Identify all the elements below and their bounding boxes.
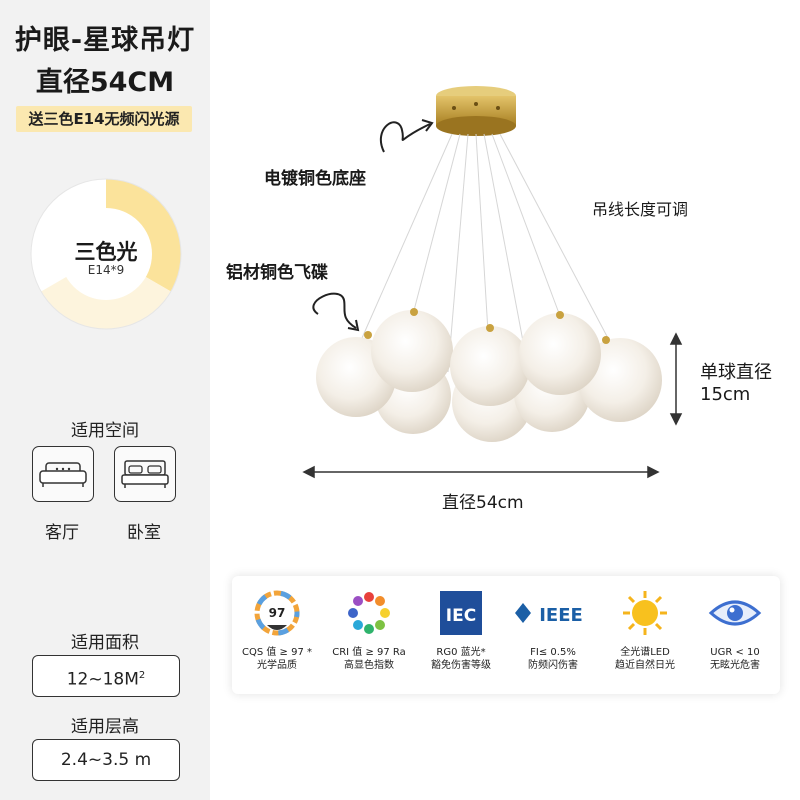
globe-cluster xyxy=(316,308,662,442)
iec-logo-icon: IEC xyxy=(440,591,482,635)
living-room-card xyxy=(32,446,94,502)
cert-flicker: IEEE FI≤ 0.5% 防频闪伤害 xyxy=(508,588,598,672)
total-diameter-label: 直径54cm xyxy=(442,493,524,513)
cert-cqs-line1: CQS 值 ≥ 97 * xyxy=(241,647,313,658)
saucer-pointer-arrow xyxy=(312,292,360,332)
cert-cri-line2: 高显色指数 xyxy=(344,660,394,671)
cert-flicker-line1: FI≤ 0.5% xyxy=(530,647,576,658)
cri-color-wheel-icon xyxy=(348,592,390,634)
bed-icon xyxy=(121,460,169,488)
cert-cri: CRI 值 ≥ 97 Ra 高显色指数 xyxy=(324,588,414,672)
bulb-spec-label: E14*9 xyxy=(87,263,125,277)
base-pointer-arrow xyxy=(379,119,434,153)
saucer-annotation: 铝材铜色飞碟 xyxy=(226,263,328,283)
cert-rg0-line1: RG0 蓝光* xyxy=(436,647,486,658)
ball-diameter-dimension xyxy=(669,332,683,426)
ceiling-height-value: 2.4~3.5 m xyxy=(32,739,180,781)
suspension-wires xyxy=(361,133,611,373)
ball-diameter-label: 单球直径 xyxy=(700,362,772,383)
area-value: 12~18M xyxy=(66,669,139,690)
cert-ugr: UGR < 10 无眩光危害 xyxy=(690,588,780,672)
sofa-icon xyxy=(39,462,87,487)
living-room-label: 客厅 xyxy=(45,523,79,543)
wire-annotation: 吊线长度可调 xyxy=(592,200,689,219)
cert-full-spectrum: 全光谱LED 趋近自然日光 xyxy=(600,588,690,672)
cert-flicker-line2: 防频闪伤害 xyxy=(528,660,578,671)
iec-badge-text: IEC xyxy=(446,606,476,626)
cert-full-spectrum-line1: 全光谱LED xyxy=(620,647,670,658)
area-label: 适用面积 xyxy=(71,633,139,653)
bedroom-card xyxy=(114,446,176,502)
three-color-light-ring xyxy=(30,178,182,330)
ball-diameter-value: 15cm xyxy=(700,384,751,405)
area-unit-sup: 2 xyxy=(138,670,146,681)
brass-canopy xyxy=(436,86,516,136)
cert-full-spectrum-line2: 趋近自然日光 xyxy=(615,660,675,671)
certification-panel: 97 CQS 值 ≥ 97 * 光学品质 CRI 值 ≥ 97 Ra 高显色指数 xyxy=(232,576,780,694)
cert-ugr-line1: UGR < 10 xyxy=(710,647,760,658)
product-diameter-title: 直径54CM xyxy=(35,67,175,98)
cqs-97-icon: 97 xyxy=(254,590,300,636)
cqs-badge-text: 97 xyxy=(269,606,286,620)
sun-icon xyxy=(623,591,667,635)
spaces-label: 适用空间 xyxy=(71,421,139,441)
cert-cqs-line2: 光学品质 xyxy=(257,660,297,671)
cert-rg0-line2: 豁免伤害等级 xyxy=(431,660,491,671)
cert-cri-line1: CRI 值 ≥ 97 Ra xyxy=(332,647,406,658)
spec-sidebar: 护眼-星球吊灯 直径54CM 送三色E14无频闪光源 三色光 E14*9 适用空… xyxy=(0,0,210,800)
area-value-box: 12~18M2 xyxy=(32,655,180,697)
cert-cqs: 97 CQS 值 ≥ 97 * 光学品质 xyxy=(232,588,322,672)
light-type-label: 三色光 xyxy=(74,240,138,264)
ceiling-height-label: 适用层高 xyxy=(71,717,139,737)
ieee-badge-text: IEEE xyxy=(539,605,583,626)
cert-ugr-line2: 无眩光危害 xyxy=(710,660,760,671)
ieee-logo-icon: IEEE xyxy=(515,603,583,626)
product-title: 护眼-星球吊灯 xyxy=(14,25,196,56)
total-diameter-dimension xyxy=(302,465,660,479)
base-annotation: 电镀铜色底座 xyxy=(264,169,366,189)
bedroom-label: 卧室 xyxy=(127,523,161,543)
cert-rg0: IEC RG0 蓝光* 豁免伤害等级 xyxy=(416,588,506,672)
eye-icon xyxy=(708,600,762,626)
promo-banner: 送三色E14无频闪光源 xyxy=(16,106,192,132)
